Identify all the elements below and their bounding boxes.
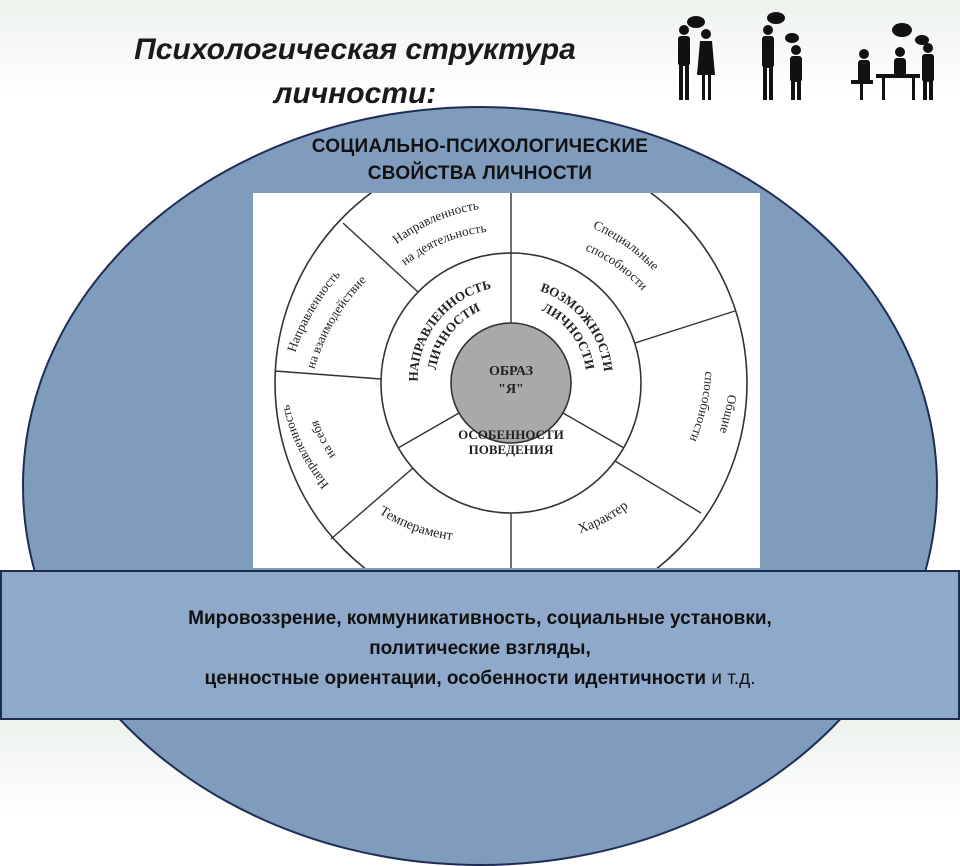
center-label-line-2: "Я" bbox=[498, 382, 524, 397]
heading-line-2: СВОЙСТВА ЛИЧНОСТИ bbox=[367, 163, 593, 184]
outer-temperament-label: Темперамент bbox=[377, 504, 454, 544]
bottom-line-2: политические взгляды, bbox=[369, 638, 591, 659]
inner-osob-line-2: ПОВЕДЕНИЯ bbox=[469, 442, 554, 457]
inner-osob-line-1: ОСОБЕННОСТИ bbox=[458, 427, 564, 442]
outer-obsh-line-1: Общие bbox=[717, 394, 740, 436]
heading-line-1: СОЦИАЛЬНО-ПСИХОЛОГИЧЕСКИЕ bbox=[311, 136, 649, 157]
title-line-1: Психологическая структура bbox=[134, 33, 576, 66]
diagram-svg: ОБРАЗ "Я" НАПРАВЛЕННОСТЬ ЛИЧНОСТИ ВОЗМОЖ… bbox=[274, 146, 748, 620]
bottom-line-3: ценностные ориентации, особенности идент… bbox=[22, 664, 938, 694]
outer-harakter-label: Характер bbox=[576, 498, 631, 537]
bottom-text: Мировоззрение, коммуникативность, социал… bbox=[22, 604, 938, 694]
outer-vzaim-line-2: на взаимодействие bbox=[303, 272, 369, 370]
inner-dividers bbox=[397, 253, 625, 449]
ellipse-heading: СОЦИАЛЬНО-ПСИХОЛОГИЧЕСКИЕ СВОЙСТВА ЛИЧНО… bbox=[240, 133, 720, 187]
outer-obsh-line-2: способности bbox=[687, 371, 718, 444]
page-title: Психологическая структура личности: bbox=[40, 28, 670, 116]
bottom-line-1: Мировоззрение, коммуникативность, социал… bbox=[188, 608, 772, 629]
title-line-2: личности: bbox=[273, 77, 437, 110]
personality-structure-diagram: ОБРАЗ "Я" НАПРАВЛЕННОСТЬ ЛИЧНОСТИ ВОЗМОЖ… bbox=[253, 146, 760, 620]
bottom-properties-box: Мировоззрение, коммуникативность, социал… bbox=[0, 570, 960, 720]
business-people-silhouettes-icon bbox=[678, 12, 934, 100]
bottom-line-3-bold: ценностные ориентации, особенности идент… bbox=[204, 668, 707, 689]
bottom-line-3-plain: и т.д. bbox=[706, 668, 756, 689]
center-label-line-1: ОБРАЗ bbox=[489, 364, 533, 379]
